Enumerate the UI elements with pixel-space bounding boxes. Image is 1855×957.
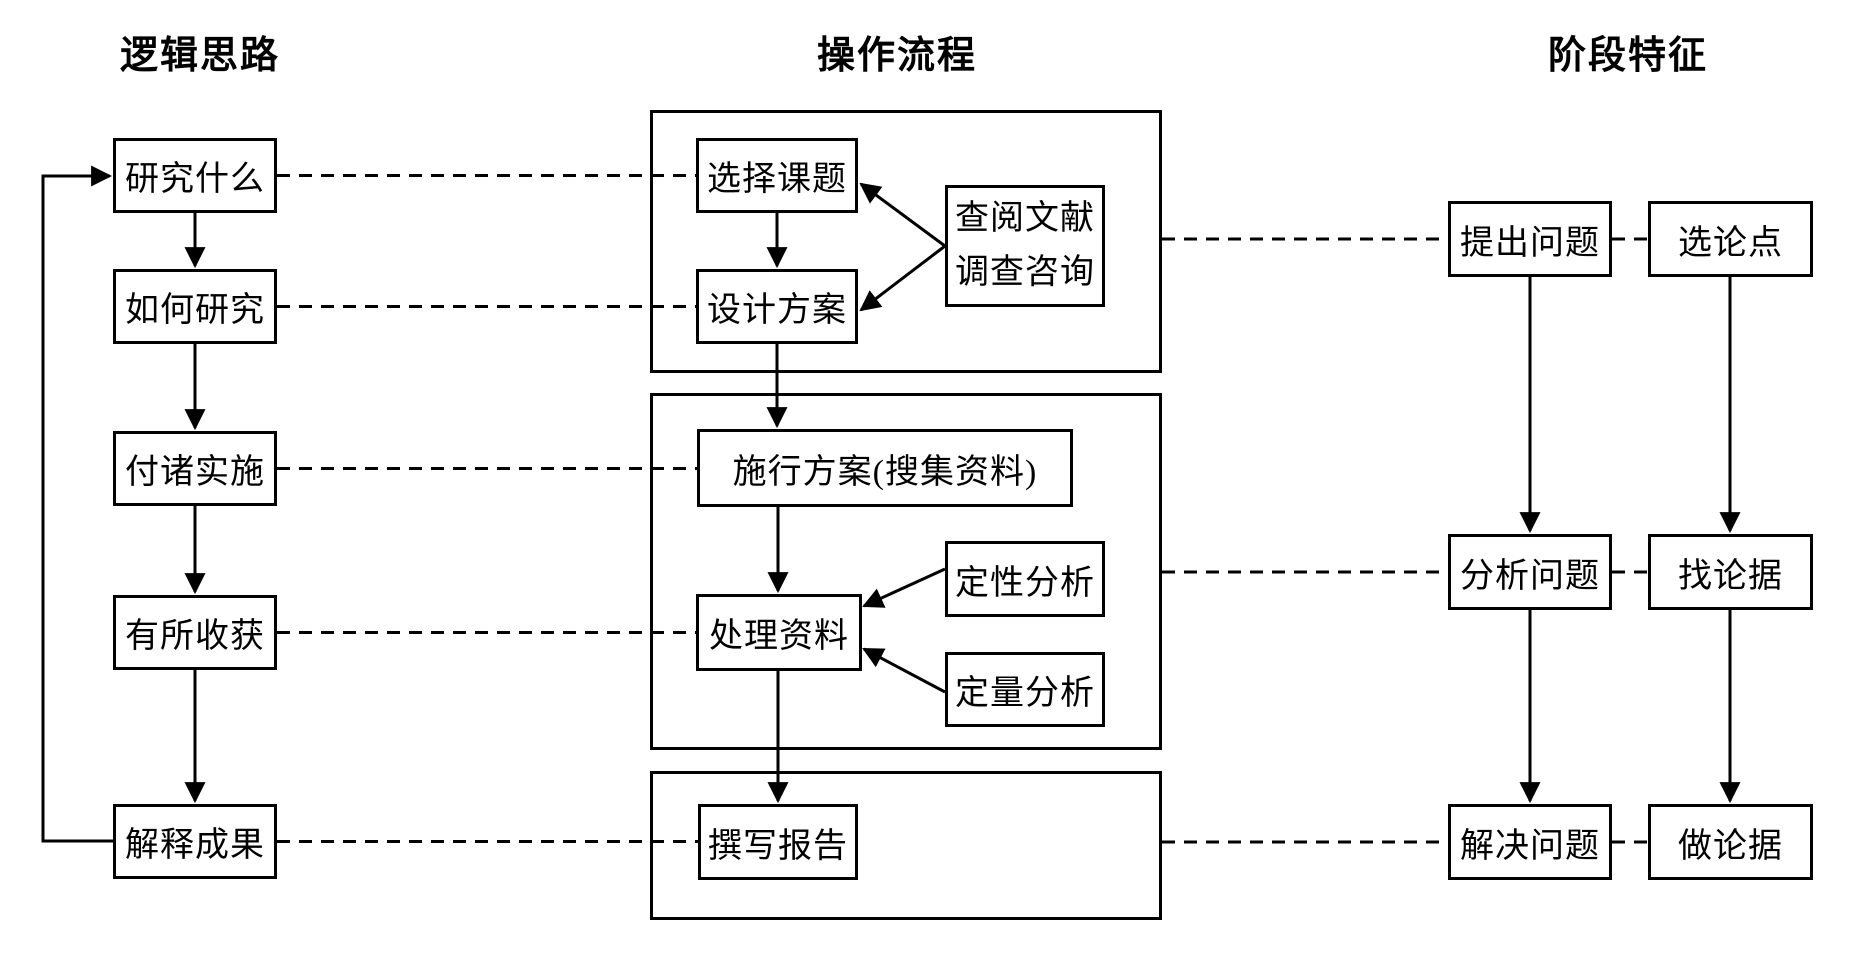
column-title-process: 操作流程 — [816, 35, 977, 77]
box-implement-plan: 施行方案(搜集资料) — [697, 429, 1073, 507]
arrow-consult-to-design-plan — [859, 244, 946, 312]
box-research-what: 研究什么 — [113, 138, 277, 213]
feedback-loop-interpret-to-research — [41, 165, 113, 843]
container-implementation-stage — [650, 393, 1162, 750]
box-qualitative-analysis: 定性分析 — [945, 541, 1105, 617]
arrow-consult-to-select-topic — [859, 182, 946, 248]
box-find-evidence: 找论据 — [1648, 534, 1813, 610]
box-make-evidence: 做论据 — [1648, 804, 1813, 880]
box-gain-results: 有所收获 — [113, 595, 277, 670]
consult-literature-line2: 调查咨询 — [955, 254, 1095, 291]
column-title-logic: 逻辑思路 — [119, 35, 280, 77]
box-write-report: 撰写报告 — [698, 804, 858, 880]
box-process-data: 处理资料 — [696, 594, 862, 671]
solid-flow-arrows — [41, 165, 1741, 843]
box-put-into-practice: 付诸实施 — [113, 431, 277, 506]
box-interpret-results: 解释成果 — [113, 804, 277, 879]
arrow-quantitative-to-process-data — [862, 647, 946, 694]
container-report-stage — [650, 771, 1162, 920]
consult-literature-line1: 查阅文献 — [955, 199, 1095, 237]
box-select-topic: 选择课题 — [696, 138, 858, 213]
box-how-to-research: 如何研究 — [113, 269, 277, 344]
box-solve-question: 解决问题 — [1448, 804, 1612, 880]
column-title-stage: 阶段特征 — [1547, 35, 1708, 77]
box-quantitative-analysis: 定量分析 — [945, 652, 1105, 727]
box-raise-question: 提出问题 — [1448, 201, 1612, 277]
container-topic-selection-stage — [650, 110, 1162, 373]
dashed-correspondence-lines — [277, 174, 1648, 844]
box-consult-literature: 查阅文献 调查咨询 — [945, 185, 1105, 307]
arrow-qualitative-to-process-data — [862, 567, 946, 608]
box-choose-thesis: 选论点 — [1648, 201, 1813, 277]
box-analyze-question: 分析问题 — [1448, 534, 1612, 610]
box-design-plan: 设计方案 — [696, 269, 858, 344]
